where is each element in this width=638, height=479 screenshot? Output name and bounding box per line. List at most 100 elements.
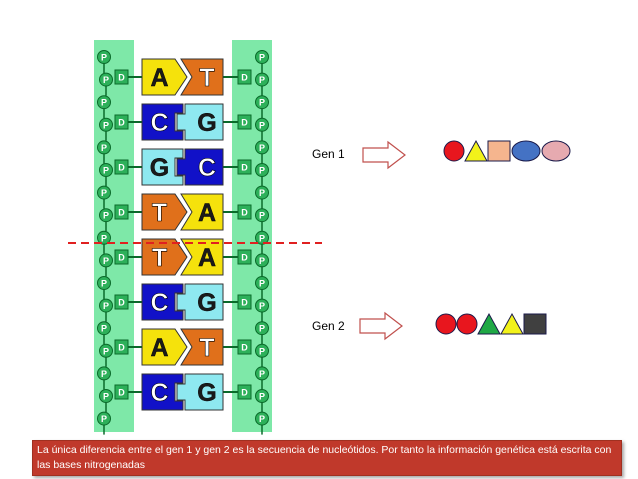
right-base-letter-6: T <box>199 334 214 362</box>
left-base-letter-3: T <box>152 199 167 227</box>
left-sugar-label-5: D <box>118 298 125 308</box>
gen1-triangle-1 <box>464 139 488 162</box>
left-phosphate-label-5: P <box>103 166 109 176</box>
left-base-letter-0: A <box>150 64 168 92</box>
left-base-letter-4: T <box>152 244 167 272</box>
left-phosphate-label-6: P <box>101 188 107 198</box>
right-phosphate-label-15: P <box>259 392 265 402</box>
left-sugar-label-2: D <box>118 163 125 173</box>
gen2-square-4 <box>523 313 547 335</box>
left-phosphate-label-4: P <box>101 143 107 153</box>
left-phosphate-label-3: P <box>103 120 109 130</box>
left-sugar-label-3: D <box>118 208 125 218</box>
left-base-C-7 <box>141 373 184 411</box>
left-phosphate-label-1: P <box>103 75 109 85</box>
left-sugar-label-1: D <box>118 118 125 128</box>
right-phosphate-label-14: P <box>259 369 265 379</box>
left-phosphate-label-0: P <box>101 53 107 63</box>
right-base-A-3 <box>180 193 224 231</box>
right-base-G-1 <box>176 103 224 141</box>
left-base-letter-1: C <box>150 109 168 137</box>
right-sugar-label-4: D <box>241 253 248 263</box>
right-sugar-label-3: D <box>241 208 248 218</box>
left-base-A-0 <box>141 58 188 96</box>
gen2-circle-1 <box>456 313 478 335</box>
left-phosphate-label-13: P <box>103 346 109 356</box>
left-phosphate-label-14: P <box>101 369 107 379</box>
right-base-C-2 <box>176 148 224 186</box>
right-phosphate-label-8: P <box>259 233 265 243</box>
left-base-letter-6: A <box>150 334 168 362</box>
gen1-square-2 <box>487 140 511 162</box>
right-sugar-label-6: D <box>241 343 248 353</box>
left-phosphate-label-12: P <box>101 324 107 334</box>
left-base-letter-7: C <box>150 379 168 407</box>
left-phosphate-label-7: P <box>103 211 109 221</box>
right-phosphate-label-2: P <box>259 98 265 108</box>
right-base-letter-5: G <box>197 289 216 317</box>
right-base-letter-7: G <box>197 379 216 407</box>
right-sugar-label-5: D <box>241 298 248 308</box>
left-base-C-1 <box>141 103 184 141</box>
right-phosphate-label-4: P <box>259 143 265 153</box>
left-phosphate-label-11: P <box>103 301 109 311</box>
gen2-circle-0 <box>435 313 457 335</box>
left-base-C-5 <box>141 283 184 321</box>
right-sugar-label-2: D <box>241 163 248 173</box>
left-base-letter-5: C <box>150 289 168 317</box>
right-base-letter-1: G <box>197 109 216 137</box>
left-sugar-label-0: D <box>118 73 125 83</box>
gen1-ellipse-4 <box>541 140 571 162</box>
gen2-label: Gen 2 <box>312 319 345 333</box>
right-base-A-4 <box>180 238 224 276</box>
left-sugar-label-6: D <box>118 343 125 353</box>
left-phosphate-label-16: P <box>101 414 107 424</box>
gen1-shape-sequence <box>443 139 571 162</box>
right-phosphate-label-7: P <box>259 211 265 221</box>
right-base-G-5 <box>176 283 224 321</box>
left-phosphate-label-10: P <box>101 279 107 289</box>
right-base-letter-2: C <box>198 154 216 182</box>
left-base-T-4 <box>141 238 188 276</box>
right-phosphate-label-16: P <box>259 414 265 424</box>
left-phosphate-label-15: P <box>103 392 109 402</box>
caption-box: La única diferencia entre el gen 1 y gen… <box>32 440 622 476</box>
right-sugar-label-0: D <box>241 73 248 83</box>
right-phosphate-label-13: P <box>259 346 265 356</box>
right-base-letter-4: A <box>198 244 216 272</box>
left-sugar-label-4: D <box>118 253 125 263</box>
right-sugar-label-1: D <box>241 118 248 128</box>
gen1-arrow <box>362 140 406 170</box>
right-phosphate-label-0: P <box>259 53 265 63</box>
left-phosphate-label-2: P <box>101 98 107 108</box>
gen1-label: Gen 1 <box>312 147 345 161</box>
right-base-T-6 <box>180 328 224 366</box>
gen2-shape-sequence <box>435 312 547 335</box>
right-phosphate-label-9: P <box>259 256 265 266</box>
right-base-T-0 <box>180 58 224 96</box>
gen2-arrow <box>359 311 403 341</box>
right-base-letter-3: A <box>198 199 216 227</box>
left-sugar-label-7: D <box>118 388 125 398</box>
left-base-T-3 <box>141 193 188 231</box>
left-base-G-2 <box>141 148 184 186</box>
gen1-circle-0 <box>443 140 465 162</box>
right-phosphate-label-6: P <box>259 188 265 198</box>
right-phosphate-label-3: P <box>259 120 265 130</box>
right-phosphate-label-10: P <box>259 279 265 289</box>
right-base-G-7 <box>176 373 224 411</box>
left-phosphate-label-9: P <box>103 256 109 266</box>
right-phosphate-label-11: P <box>259 301 265 311</box>
right-phosphate-label-12: P <box>259 324 265 334</box>
right-sugar-label-7: D <box>241 388 248 398</box>
left-base-letter-2: G <box>150 154 169 182</box>
right-phosphate-label-1: P <box>259 75 265 85</box>
gen1-ellipse-3 <box>511 140 541 162</box>
left-phosphate-label-8: P <box>101 233 107 243</box>
gen2-triangle-2 <box>477 312 501 335</box>
right-phosphate-label-5: P <box>259 166 265 176</box>
gen2-triangle-3 <box>500 312 524 335</box>
left-base-A-6 <box>141 328 188 366</box>
